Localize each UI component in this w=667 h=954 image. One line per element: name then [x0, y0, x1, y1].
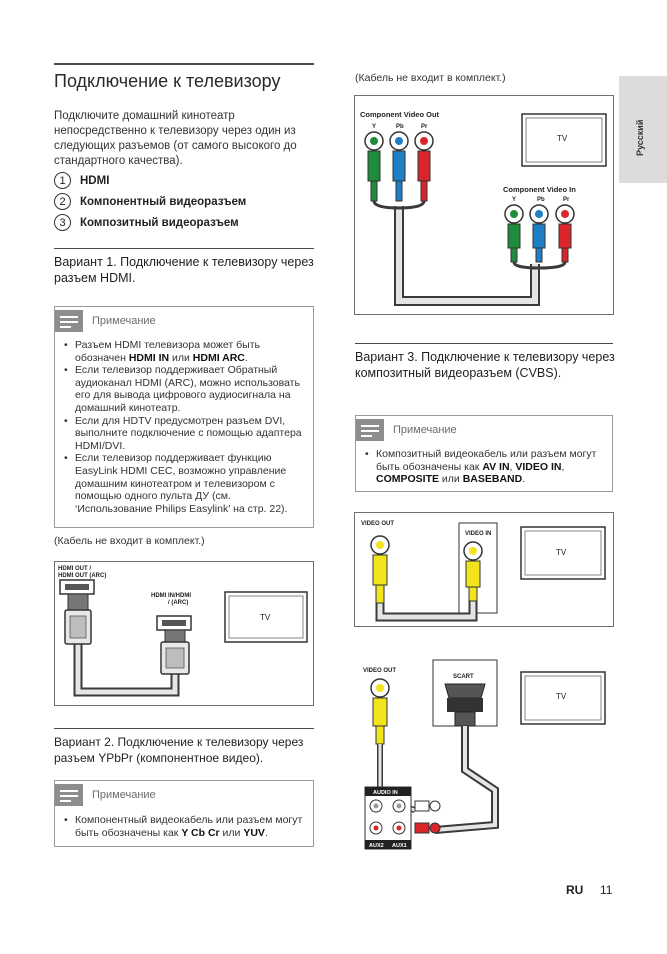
svg-text:Pr: Pr — [421, 124, 428, 130]
intro-text: Подключите домашний кинотеатр непосредст… — [54, 110, 297, 167]
page-number: 11 — [600, 883, 613, 897]
footer-language: RU — [566, 883, 584, 897]
page-title: Подключение к телевизору — [54, 71, 281, 91]
video-out-label: VIDEO OUT — [363, 668, 396, 674]
title-rule — [54, 63, 314, 65]
video-in-label: VIDEO IN — [465, 531, 491, 537]
tv-label: TV — [556, 692, 567, 701]
section-rule — [54, 248, 314, 249]
note-label: Примечание — [92, 789, 156, 801]
svg-text:Y: Y — [372, 124, 376, 130]
scart-label: SCART — [453, 674, 474, 680]
component-diagram: Component Video Out Y Pb Pr Component Vi… — [354, 95, 614, 315]
option-label: Композитный видеоразъем — [80, 216, 239, 229]
component-in-label: Component Video In — [503, 185, 576, 194]
note-header: Примечание — [356, 419, 457, 441]
cable-note: (Кабель не входит в комплект.) — [54, 535, 205, 547]
hdmi-in-label-1: HDMI IN/HDMI — [151, 593, 191, 599]
note-label: Примечание — [393, 424, 457, 436]
section-rule — [54, 728, 314, 729]
svg-text:Pb: Pb — [396, 124, 404, 130]
svg-text:Y: Y — [512, 197, 516, 203]
option-number: 2 — [54, 193, 71, 210]
option3-title: Вариант 3. Подключение к телевизору чере… — [355, 350, 615, 380]
note-icon — [55, 784, 83, 806]
cable-note: (Кабель не входит в комплект.) — [355, 72, 506, 84]
note-label: Примечание — [92, 315, 156, 327]
note-list-option3: Композитный видеокабель или разъем могут… — [362, 448, 608, 486]
note-header: Примечание — [55, 310, 156, 332]
tv-label: TV — [260, 613, 271, 622]
note-box-option1: Примечание Разъем HDMI телевизора может … — [54, 306, 314, 528]
option-item-3: 3 Композитный видеоразъем — [54, 214, 314, 231]
aux1-label: AUX1 — [392, 843, 407, 849]
option1-title: Вариант 1. Подключение к телевизору чере… — [54, 255, 314, 285]
scart-diagram: VIDEO OUT SCART AUDIO IN AUX2 AUX1 TV — [355, 650, 615, 858]
hdmi-diagram: HDMI OUT / HDMI OUT (ARC) HDMI IN/HDMI /… — [54, 561, 314, 706]
option-item-1: 1 HDMI — [54, 172, 314, 189]
note-list-option2: Компонентный видеокабель или разъем могу… — [61, 814, 309, 839]
hdmi-in-label-2: / (ARC) — [168, 600, 188, 606]
option-number: 1 — [54, 172, 71, 189]
language-tab: Русский — [619, 76, 667, 183]
option-label: HDMI — [80, 174, 110, 187]
option-label: Компонентный видеоразъем — [80, 195, 247, 208]
component-out-label: Component Video Out — [360, 110, 440, 119]
note-box-option3: Примечание Композитный видеокабель или р… — [355, 415, 613, 492]
video-out-label: VIDEO OUT — [361, 521, 394, 527]
section-rule — [355, 343, 613, 344]
note-bullet: Разъем HDMI телевизора может быть обозна… — [61, 339, 307, 364]
option-number: 3 — [54, 214, 71, 231]
note-list-option1: Разъем HDMI телевизора может быть обозна… — [61, 339, 307, 515]
composite-diagram: VIDEO OUT VIDEO IN TV — [354, 512, 614, 627]
svg-text:Pr: Pr — [563, 197, 570, 203]
note-bullet: Композитный видеокабель или разъем могут… — [362, 448, 608, 486]
tv-label: TV — [557, 134, 568, 143]
note-bullet: Если для HDTV предусмотрен разъем DVI, в… — [61, 415, 307, 453]
note-icon — [55, 310, 83, 332]
language-tab-label: Русский — [635, 119, 645, 156]
option2-title: Вариант 2. Подключение к телевизору чере… — [54, 735, 304, 765]
note-header: Примечание — [55, 784, 156, 806]
aux2-label: AUX2 — [369, 843, 384, 849]
note-box-option2: Примечание Компонентный видеокабель или … — [54, 780, 314, 847]
note-bullet: Компонентный видеокабель или разъем могу… — [61, 814, 309, 839]
option-item-2: 2 Компонентный видеоразъем — [54, 193, 314, 210]
hdmi-out-label-2: HDMI OUT (ARC) — [58, 573, 106, 579]
hdmi-out-label-1: HDMI OUT / — [58, 566, 91, 572]
note-icon — [356, 419, 384, 441]
tv-label: TV — [556, 548, 567, 557]
audio-in-label: AUDIO IN — [373, 790, 398, 796]
note-bullet: Если телевизор поддерживает Обратный ауд… — [61, 364, 307, 414]
note-bullet: Если телевизор поддерживает функцию Easy… — [61, 452, 307, 515]
svg-text:Pb: Pb — [537, 197, 545, 203]
